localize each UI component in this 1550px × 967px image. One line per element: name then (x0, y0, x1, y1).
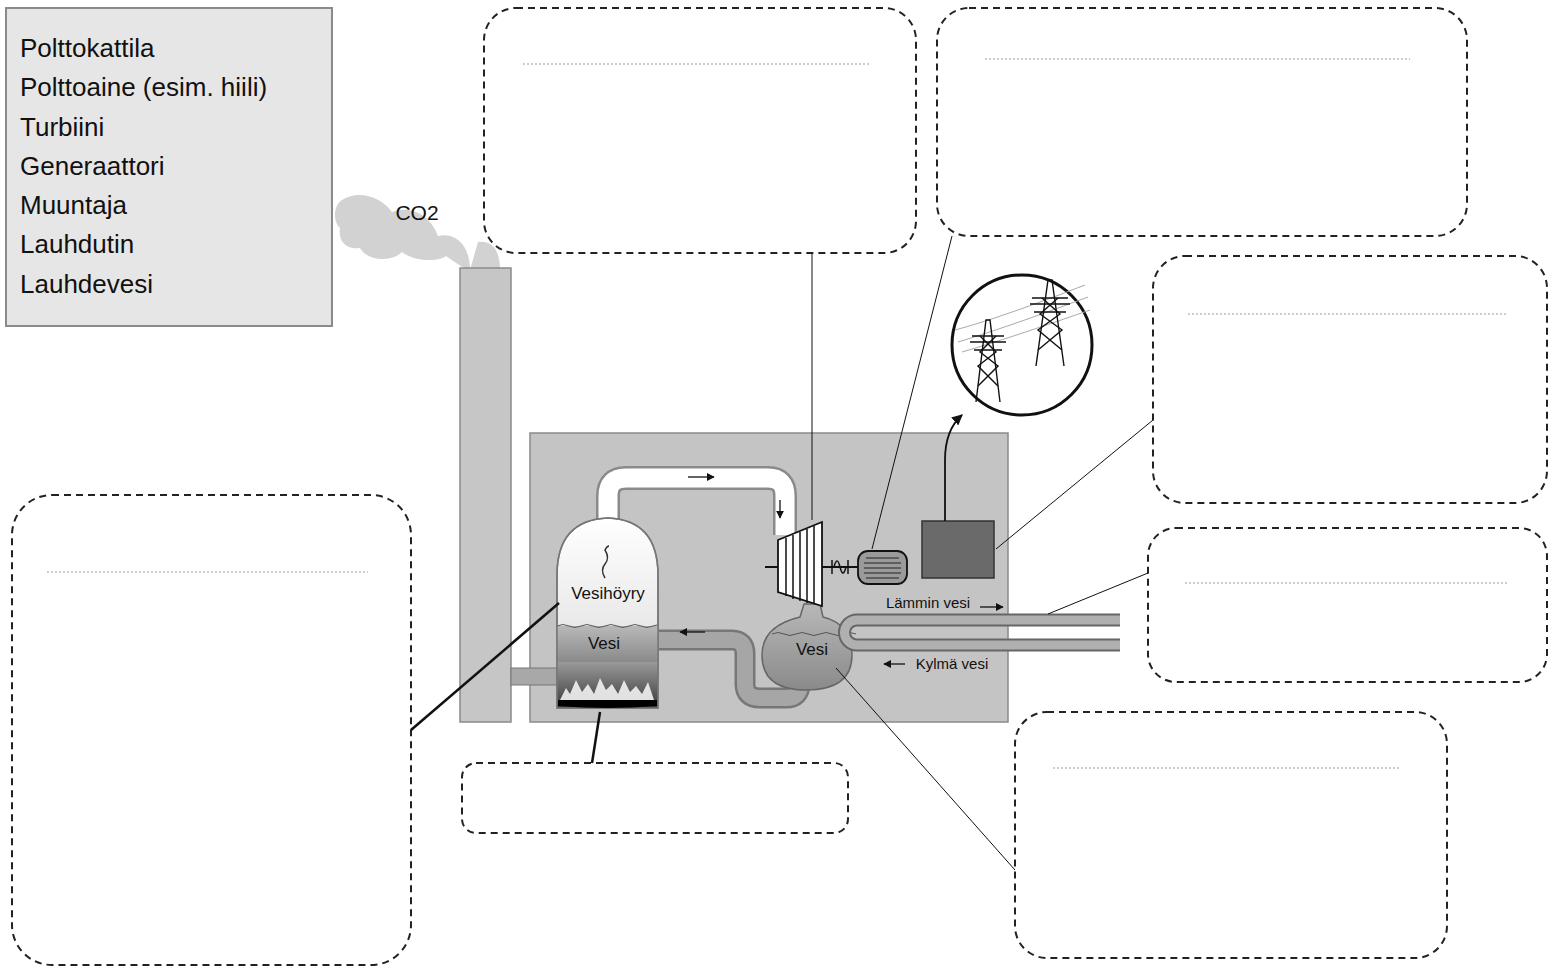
parts-list-box: PolttokattilaPolttoaine (esim. hiili)Tur… (5, 7, 333, 327)
flow-arrow (779, 500, 780, 518)
part-name: Lauhdevesi (20, 265, 318, 304)
power-grid-icon (952, 275, 1092, 415)
flow-arrow (680, 631, 705, 632)
turbine (778, 522, 822, 606)
boiler (555, 518, 665, 708)
part-name: Polttoaine (esim. hiili) (20, 68, 318, 107)
flow-arrow (980, 606, 1003, 607)
leader-line (411, 236, 1153, 870)
flow-label: Lämmin vesi (886, 595, 970, 612)
chimney (460, 268, 511, 722)
flames (560, 678, 654, 700)
part-name: Generaattori (20, 147, 318, 186)
flow-label: Kylmä vesi (916, 656, 989, 673)
transformer (922, 521, 994, 578)
power-line-wire (945, 415, 962, 521)
part-name: Muuntaja (20, 186, 318, 225)
part-name: Polttokattila (20, 29, 318, 68)
flow-arrow (688, 476, 714, 477)
coupling (832, 560, 848, 574)
condenser (762, 604, 856, 690)
part-name: Turbiini (20, 108, 318, 147)
chemical-formula: CO2 (395, 201, 438, 224)
fuel-bed (558, 700, 657, 708)
cooling-water-pipe (845, 620, 1121, 645)
part-name: Lauhdutin (20, 225, 318, 264)
part-label: Vesi (796, 641, 828, 660)
plant-building (530, 433, 1008, 722)
generator (858, 551, 907, 584)
part-label: Vesi (588, 635, 620, 654)
part-label: Vesihöyry (571, 585, 645, 604)
smoke-cloud (335, 195, 500, 270)
flow-arrow (884, 663, 905, 664)
flue-duct (511, 668, 559, 685)
